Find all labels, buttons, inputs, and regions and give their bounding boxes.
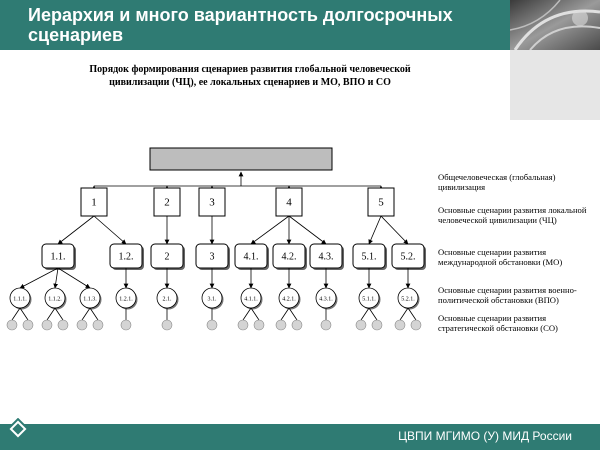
level1-box — [80, 187, 108, 217]
level3-label: 1.2.1. — [119, 296, 133, 302]
connector-line — [81, 307, 91, 321]
level2-label: 2 — [165, 251, 170, 262]
level4-node — [320, 319, 332, 331]
connector-line — [368, 307, 378, 321]
level4-node — [41, 319, 53, 331]
decorative-corner-graphic — [510, 0, 600, 50]
connector-line — [407, 307, 417, 321]
connector-line — [57, 267, 91, 289]
level4-node — [76, 319, 88, 331]
level3-label: 2.1. — [163, 296, 173, 302]
level3-label: 4.2.1. — [282, 296, 296, 302]
level2-label: 3 — [210, 251, 215, 262]
level4-node — [57, 319, 69, 331]
decorative-corner-image — [510, 0, 600, 50]
diamond-logo-icon — [7, 418, 29, 440]
level3-label: 1.1.2. — [48, 296, 62, 302]
slide-footer: ЦВПИ МГИМО (У) МИД России — [0, 424, 600, 450]
connector-line — [19, 307, 29, 321]
level3-label: 4.3.1. — [319, 296, 333, 302]
connector-line — [399, 307, 409, 321]
level2-label: 4.2. — [282, 251, 297, 262]
legend-military-political-situation: Основные сценарии развития военно-полити… — [438, 285, 577, 305]
level2-label: 1.1. — [51, 251, 66, 262]
level1-label: 2 — [164, 197, 170, 209]
level4-node — [92, 319, 104, 331]
level1-box — [275, 187, 303, 217]
level3-label: 1.1.1. — [13, 296, 27, 302]
level4-node — [355, 319, 367, 331]
connector-line — [288, 215, 327, 245]
connector-line — [19, 267, 59, 289]
connector-line — [280, 307, 290, 321]
connector-line — [54, 307, 64, 321]
legend-international-situation: Основные сценарии развития международной… — [438, 247, 563, 267]
level4-node — [253, 319, 265, 331]
connector-line — [46, 307, 56, 321]
level2-label: 5.1. — [362, 251, 377, 262]
level3-label: 5.2.1. — [401, 296, 415, 302]
level4-node — [410, 319, 422, 331]
level4-node — [120, 319, 132, 331]
level1-box — [367, 187, 395, 217]
level3-label: 4.1.1. — [244, 296, 258, 302]
level3-label: 1.1.3. — [83, 296, 97, 302]
level2-label: 1.2. — [119, 251, 134, 262]
connector-line — [93, 215, 127, 245]
level4-node — [161, 319, 173, 331]
connector-line — [242, 307, 252, 321]
connector-line — [11, 307, 21, 321]
footer-organization: ЦВПИ МГИМО (У) МИД России — [398, 429, 572, 443]
level4-node — [6, 319, 18, 331]
level3-label: 3.1. — [208, 296, 218, 302]
legend-strategic-situation: Основные сценарии развития стратегическо… — [438, 313, 558, 333]
connector-line — [53, 267, 59, 289]
level2-label: 4.3. — [319, 251, 334, 262]
legend-local-civilization: Основные сценарии развития локальной чел… — [438, 205, 587, 225]
level4-node — [291, 319, 303, 331]
level1-label: 4 — [286, 197, 292, 209]
level3-label: 5.1.1. — [362, 296, 376, 302]
level4-node — [394, 319, 406, 331]
connector-line — [368, 215, 382, 245]
level4-node — [237, 319, 249, 331]
level4-node — [22, 319, 34, 331]
level4-node — [275, 319, 287, 331]
level4-node — [371, 319, 383, 331]
level4-node — [206, 319, 218, 331]
connector-line — [288, 307, 298, 321]
legend-global-civilization: Общечеловеческая (глобальная) цивилизаци… — [438, 172, 556, 192]
level1-label: 3 — [209, 197, 215, 209]
connector-line — [250, 215, 290, 245]
connector-line — [380, 215, 409, 245]
connector-line — [89, 307, 99, 321]
level1-label: 1 — [91, 197, 97, 209]
level2-label: 4.1. — [244, 251, 259, 262]
diagram-caption: Порядок формирования сценариев развития … — [89, 64, 411, 88]
level1-label: 5 — [378, 197, 384, 209]
global-civilization-box — [149, 147, 333, 171]
level1-box — [153, 187, 181, 217]
connector-line — [360, 307, 370, 321]
level2-label: 5.2. — [401, 251, 416, 262]
connector-line — [57, 215, 95, 245]
slide-title: Иерархия и много вариантность долгосрочн… — [28, 5, 453, 45]
connector-line — [250, 307, 260, 321]
slide-header: Иерархия и много вариантность долгосрочн… — [0, 0, 510, 50]
side-gray-panel — [510, 50, 600, 120]
